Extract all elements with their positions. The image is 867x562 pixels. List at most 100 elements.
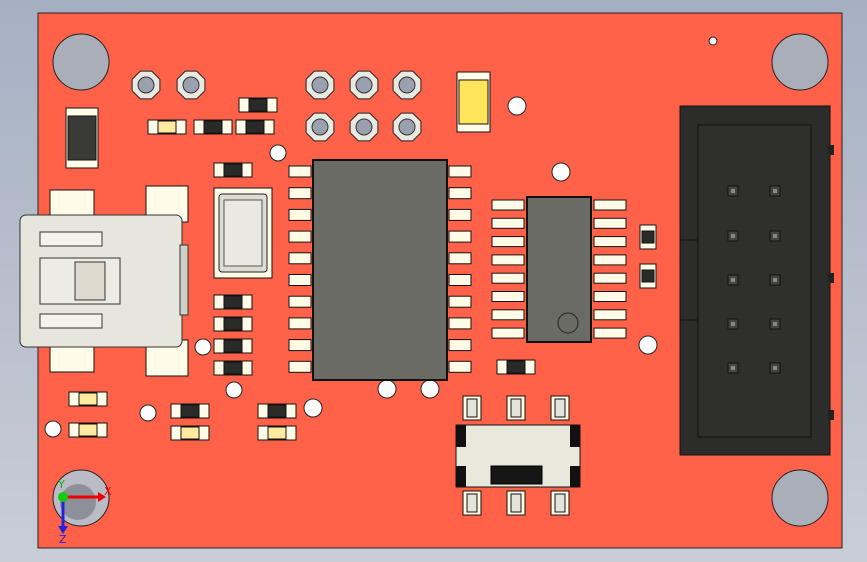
th-hole [398, 76, 416, 94]
mounting-hole [771, 33, 829, 91]
via [269, 144, 287, 162]
through-hole-pads [131, 70, 422, 142]
ic-pin [491, 272, 525, 284]
th-hole [311, 118, 329, 136]
ic-pin [593, 291, 627, 302]
via [708, 36, 718, 46]
ic-pin [288, 360, 312, 373]
ic-pin [593, 327, 627, 339]
via [507, 96, 527, 116]
smd-body [78, 392, 98, 406]
smd-body [157, 120, 177, 134]
switch-lead [510, 398, 522, 418]
switch-lead [554, 493, 566, 513]
ic-pin [593, 309, 627, 321]
via [638, 335, 658, 355]
ic-body [526, 196, 592, 343]
pin-header-connector [679, 105, 834, 456]
switch-lead [554, 398, 566, 418]
th-hole [398, 118, 416, 136]
smd-body [223, 163, 243, 177]
smd-body [267, 404, 287, 418]
ic-pin [448, 230, 472, 243]
mounting-hole [52, 33, 110, 91]
smd-body [245, 120, 265, 134]
z-axis-label: Z [59, 533, 67, 546]
switch-lead [510, 493, 522, 513]
microcontroller-ic [288, 159, 472, 381]
vias [44, 36, 718, 438]
smd-body [78, 423, 98, 437]
pin1-marker [557, 312, 579, 334]
smd-components [68, 97, 657, 516]
smd-body [223, 339, 243, 353]
slide-switch[interactable] [455, 424, 581, 488]
header-pin-tip [731, 278, 735, 282]
ic-pin [593, 217, 627, 229]
header-pin-tip [773, 189, 777, 193]
smd-body [223, 317, 243, 331]
switch-slider[interactable] [490, 465, 543, 485]
header-pin-tip [773, 234, 777, 238]
header-pin-tip [731, 234, 735, 238]
ic-pin [448, 165, 472, 178]
ic-pin [593, 254, 627, 266]
smd-body [248, 98, 268, 112]
th-hole [137, 76, 155, 94]
ic-pin [448, 252, 472, 265]
ic-pin [448, 295, 472, 308]
smd-body [506, 360, 526, 374]
header-pin-tip [731, 366, 735, 370]
ic-pin [593, 199, 627, 211]
header-pin-tip [773, 366, 777, 370]
ic-pin [288, 165, 312, 178]
header-pin-tip [773, 322, 777, 326]
ic-pin [448, 208, 472, 221]
smd-body [223, 295, 243, 309]
ic-pin [288, 230, 312, 243]
ic-pin [288, 187, 312, 200]
orientation-triad: X Y Z [52, 469, 112, 546]
ic-pin [491, 199, 525, 211]
header-pin-tip [731, 189, 735, 193]
small-ic [491, 196, 627, 343]
ic-pin [448, 317, 472, 330]
th-hole [355, 76, 373, 94]
via [44, 420, 62, 438]
via [551, 162, 571, 182]
switch-lead [466, 493, 478, 513]
ic-pin [448, 274, 472, 286]
ic-pin [593, 236, 627, 248]
th-hole [182, 76, 200, 94]
smd-body [180, 404, 200, 418]
ic-pin [448, 187, 472, 200]
mounting-hole [771, 469, 829, 527]
th-hole [355, 118, 373, 136]
smd-body [641, 230, 655, 244]
ic-pin [288, 317, 312, 330]
via [420, 379, 440, 399]
header-pin-tip [773, 278, 777, 282]
header-pin-tip [731, 322, 735, 326]
usb-connector [19, 185, 189, 377]
diode [456, 71, 491, 133]
ic-pin [288, 274, 312, 286]
ic-pin [491, 327, 525, 339]
via [139, 404, 157, 422]
smd-body [223, 361, 243, 375]
ic-pin [448, 339, 472, 352]
smd-body [267, 426, 287, 440]
via [225, 381, 243, 399]
ic-body [312, 159, 448, 381]
ic-pin [288, 252, 312, 265]
ic-pin [288, 339, 312, 352]
ic-pin [288, 208, 312, 221]
y-axis-label: Y [57, 478, 65, 491]
mounting-holes [52, 33, 829, 527]
ic-pin [491, 254, 525, 266]
via [194, 338, 212, 356]
via [377, 379, 397, 399]
ic-pin [491, 309, 525, 321]
inductor [65, 107, 99, 169]
